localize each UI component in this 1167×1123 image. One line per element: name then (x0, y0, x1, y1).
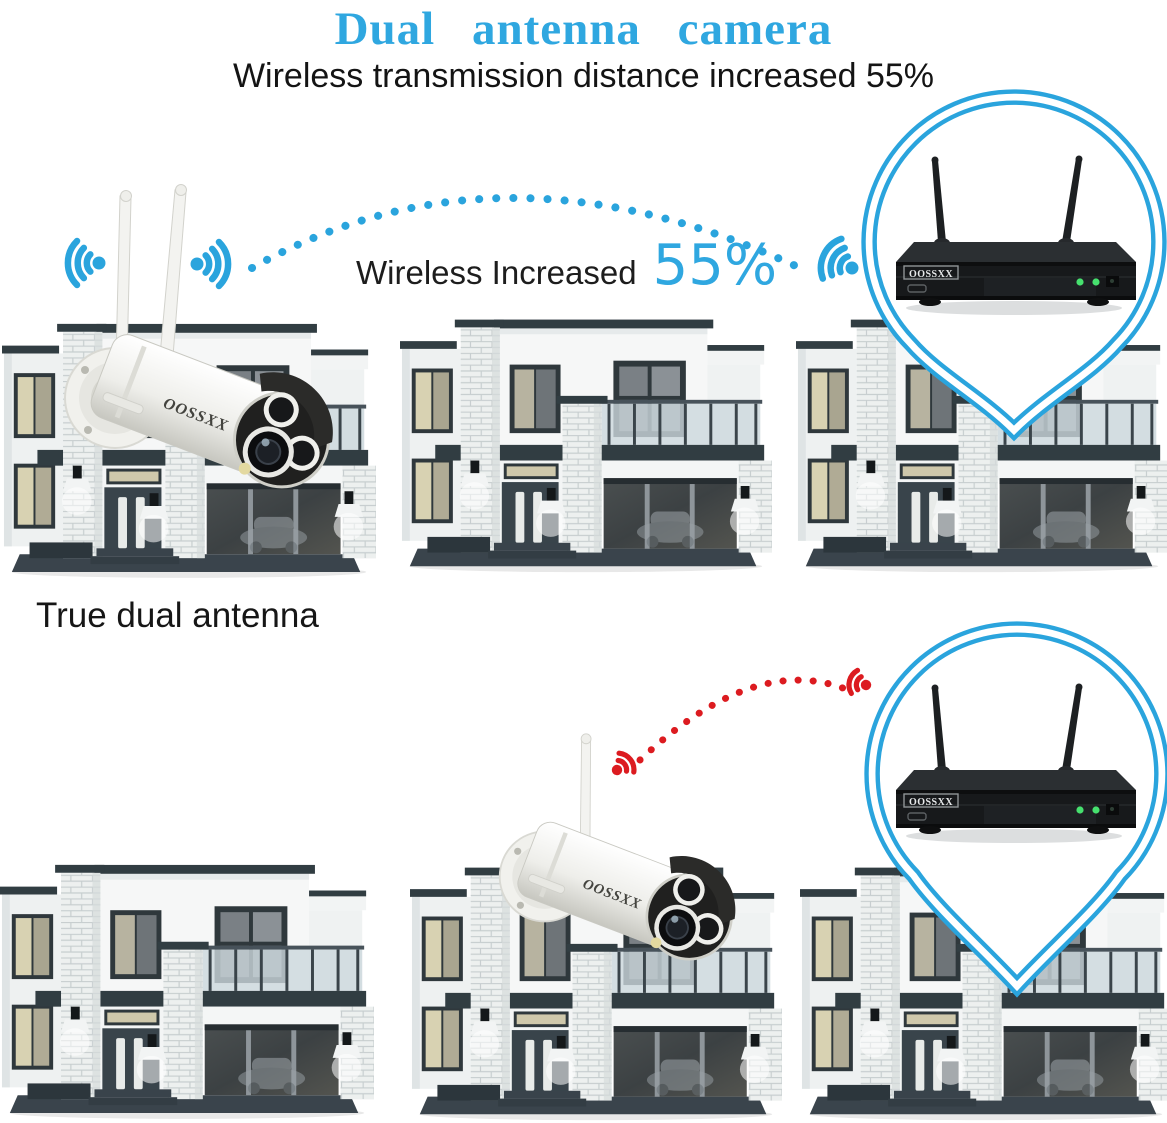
house-top-middle (400, 319, 772, 573)
house-bottom-left (0, 864, 374, 1119)
true-dual-antenna-label: True dual antenna (36, 596, 319, 635)
nvr-bottom: OOSSXX (895, 682, 1137, 844)
wireless-increase-annotation: Wireless Increased 55% (356, 233, 777, 298)
wifi-icon-camera-right (191, 242, 229, 286)
page-title: Dual antenna camera (334, 3, 833, 55)
wifi-icon-nvr-bottom (846, 669, 874, 698)
wifi-icon-nvr-top (815, 235, 868, 291)
wifi-icon-camera-bottom (606, 750, 638, 783)
nvr-top-brand-label: OOSSXX (909, 269, 953, 280)
camera-dual-antenna: OOSSXX (64, 184, 333, 489)
camera-single-antenna: OOSSXX (498, 733, 736, 961)
wireless-signal-arc-red (636, 676, 852, 764)
wifi-icon-camera-left (68, 241, 106, 285)
wireless-signal-arc-blue (248, 194, 804, 272)
wireless-increase-label: Wireless Increased (356, 254, 637, 291)
page-subtitle: Wireless transmission distance increased… (232, 57, 935, 95)
wireless-increase-value: 55% (652, 233, 778, 298)
nvr-top: OOSSXX (895, 154, 1137, 316)
nvr-bottom-brand-label: OOSSXX (909, 797, 953, 808)
